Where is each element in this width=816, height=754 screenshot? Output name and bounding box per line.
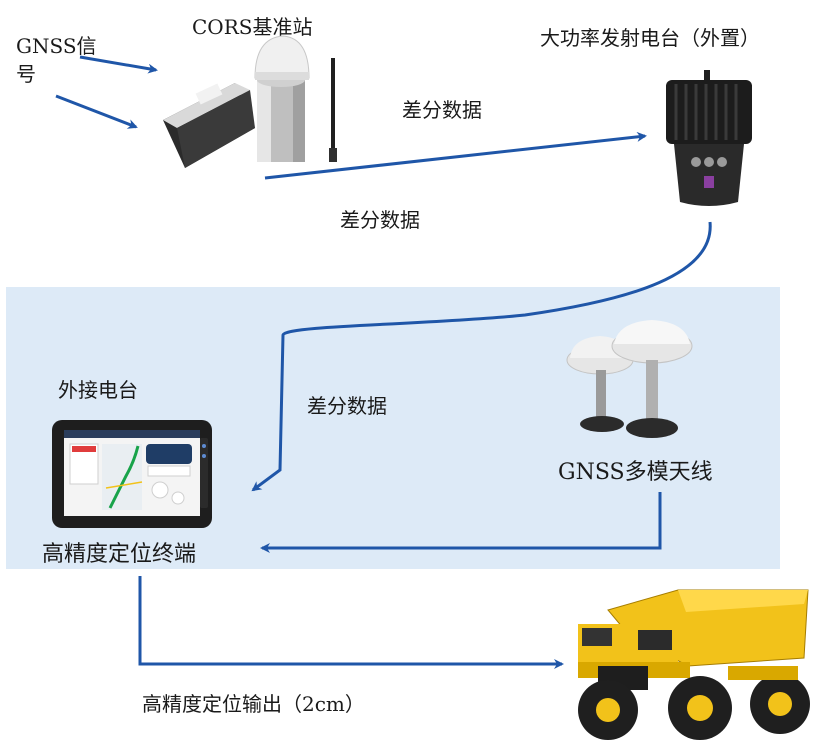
gnss-signal-label-2: 号 — [16, 62, 36, 86]
terminal-label: 高精度定位终端 — [42, 542, 197, 567]
radio-to-terminal-arrow — [251, 221, 712, 492]
radio-transmitter-icon — [666, 70, 752, 206]
terminal-to-truck-arrow — [138, 576, 564, 669]
gnss-antenna-icon — [566, 320, 693, 438]
mining-truck-icon — [578, 589, 810, 740]
tablet-terminal-icon — [52, 420, 212, 528]
output-label: 高精度定位输出（2cm） — [142, 692, 365, 716]
cors-to-radio-arrow — [264, 131, 647, 180]
cors-base-station-icon — [163, 35, 337, 168]
diff-data-label-panel: 差分数据 — [307, 394, 387, 418]
gnss-arrow-upper — [79, 55, 158, 74]
diff-data-label-top: 差分数据 — [402, 98, 482, 122]
cors-station-label: CORS基准站 — [192, 15, 313, 39]
gnss-arrow-lower — [55, 94, 138, 129]
external-radio-label: 外接电台 — [58, 378, 138, 402]
diff-data-label-middle: 差分数据 — [340, 208, 420, 232]
antenna-label: GNSS多模天线 — [558, 460, 713, 485]
radio-external-label: 大功率发射电台（外置） — [540, 26, 760, 50]
gnss-signal-label-1: GNSS信 — [16, 34, 97, 58]
antenna-to-terminal-arrow — [260, 492, 662, 553]
